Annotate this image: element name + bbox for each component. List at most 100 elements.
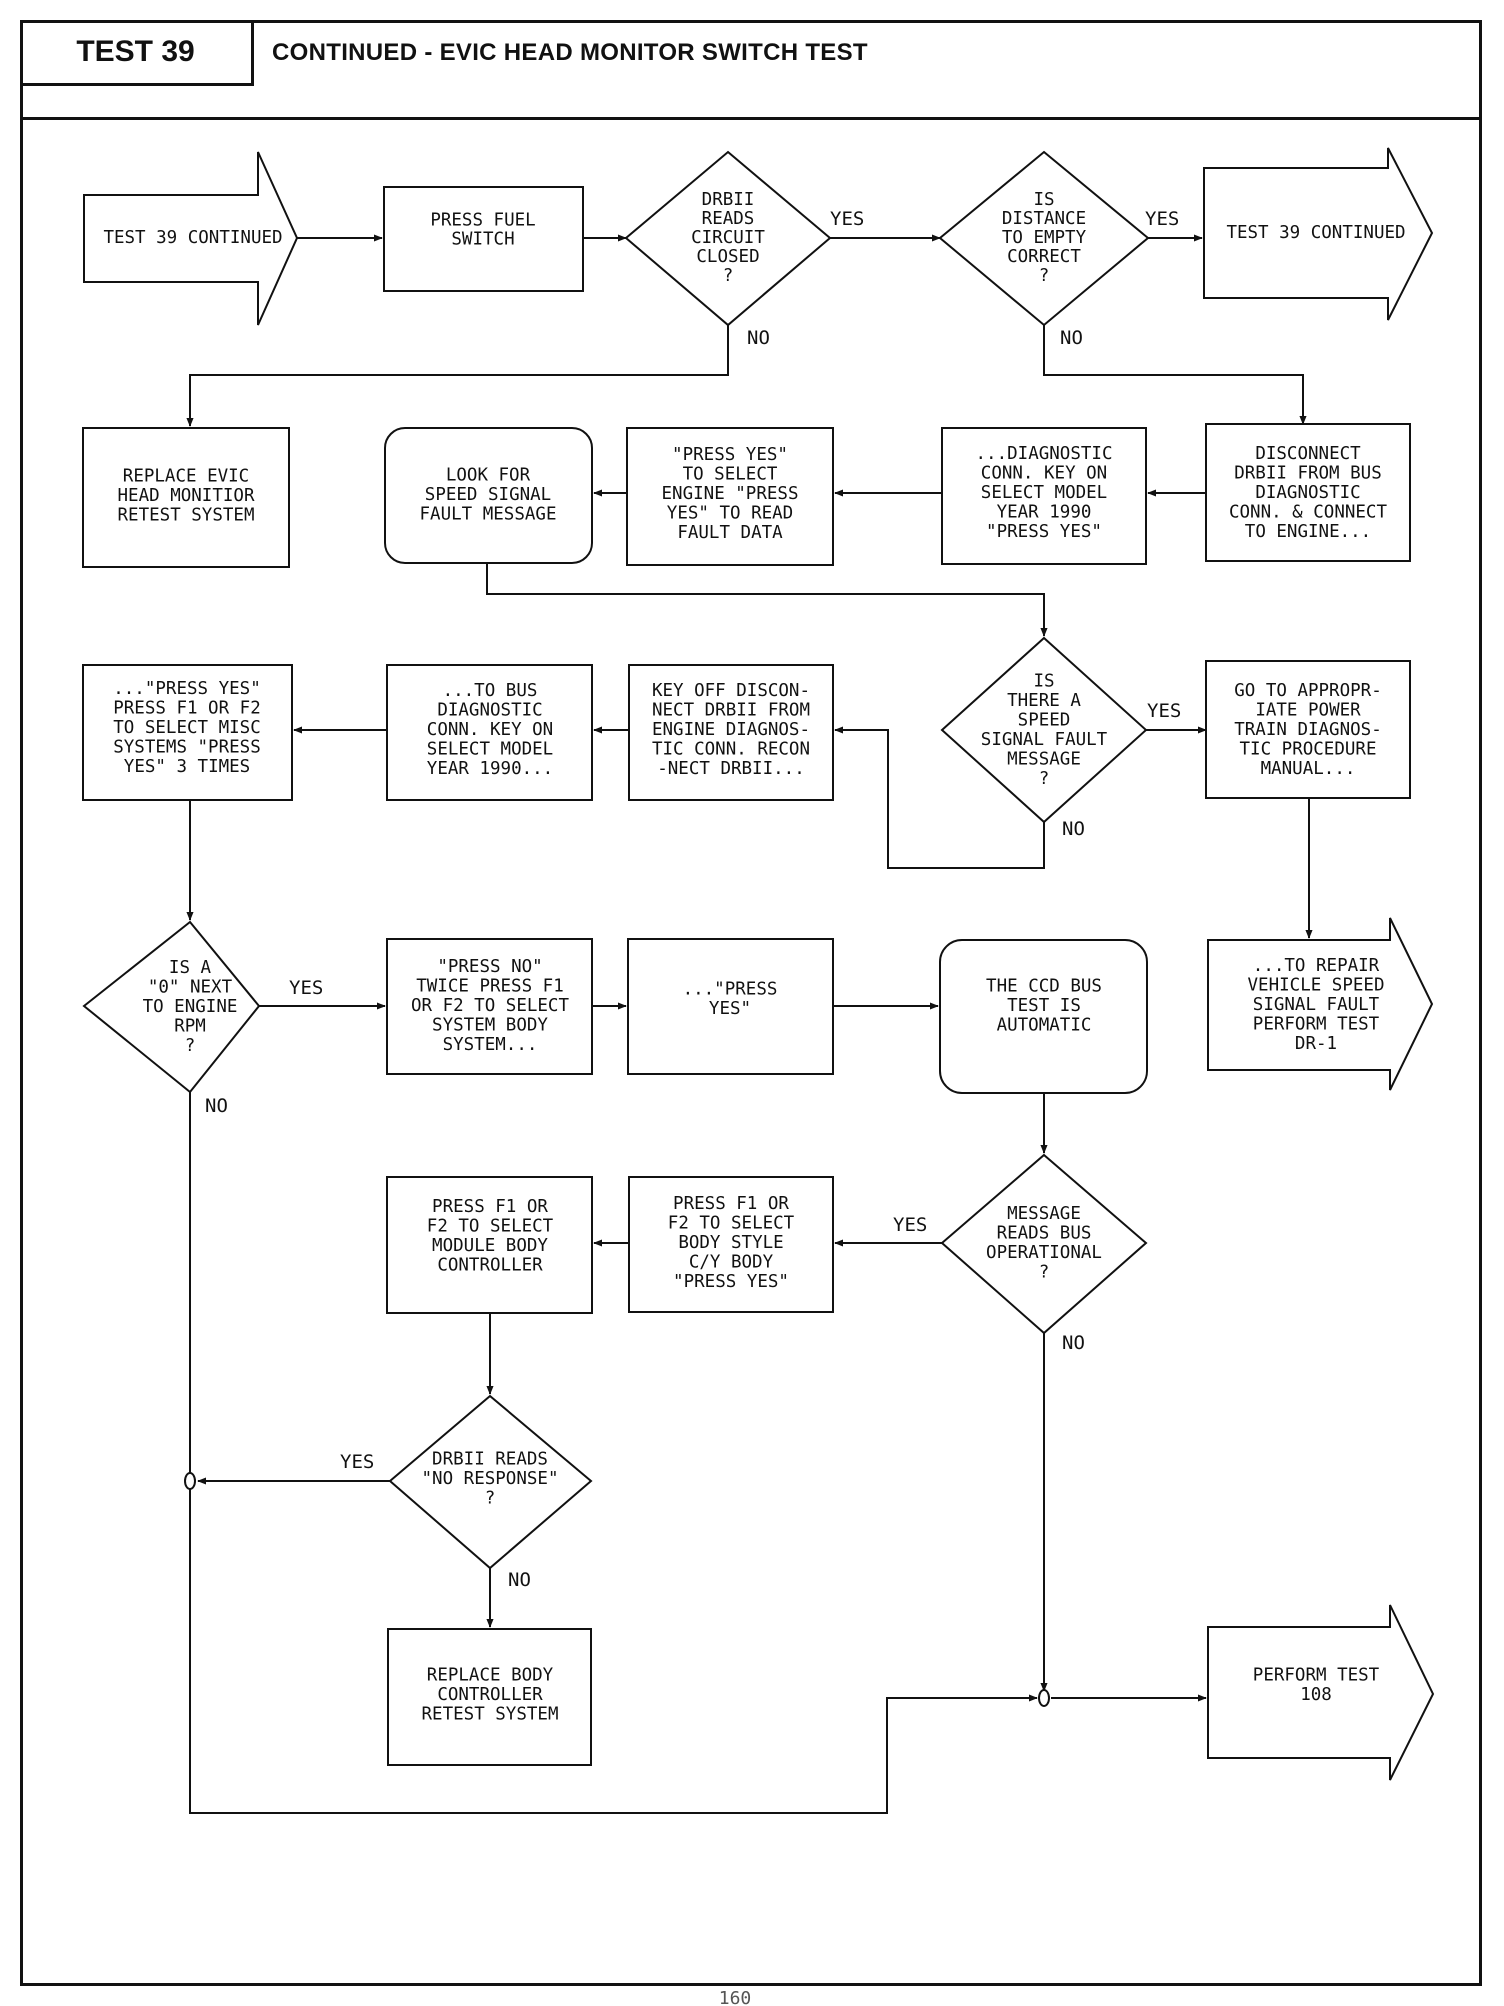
node-text-repair-speed-line-2: VEHICLE SPEED	[1248, 976, 1385, 996]
node-text-press-yes-b-line-2: YES"	[709, 999, 751, 1019]
label-yes-speed: YES	[1147, 700, 1181, 722]
node-text-diag-key-on-1-line-5: "PRESS YES"	[986, 522, 1102, 542]
node-text-press-yes-b-line-1: ..."PRESS	[683, 979, 778, 999]
label-no-distance: NO	[1060, 327, 1083, 349]
node-text-module-body-line-3: MODULE BODY	[432, 1236, 548, 1256]
node-text-key-off-line-1: KEY OFF DISCON-	[652, 681, 810, 701]
page-number: 160	[719, 1988, 752, 2006]
node-text-replace-body-line-1: REPLACE BODY	[427, 1666, 554, 1686]
node-text-d-speed-line-5: MESSAGE	[1007, 749, 1081, 769]
node-text-press-no-line-1: "PRESS NO"	[437, 957, 542, 977]
node-text-end-continued-line-1: TEST 39 CONTINUED	[1226, 223, 1405, 243]
node-text-body-style-line-4: C/Y BODY	[689, 1253, 774, 1273]
node-text-d-speed-line-4: SIGNAL FAULT	[981, 730, 1108, 750]
node-text-powertrain-line-4: TIC PROCEDURE	[1240, 740, 1377, 760]
node-text-body-style-line-2: F2 TO SELECT	[668, 1214, 795, 1234]
end-continued-arrow	[1203, 147, 1434, 321]
label-yes-circuit: YES	[830, 208, 864, 230]
node-text-diag-key-on-1-line-4: YEAR 1990	[997, 503, 1092, 523]
junction-right	[1038, 1689, 1050, 1707]
label-no-circuit: NO	[747, 327, 770, 349]
node-text-diag-key-on-1-line-1: ...DIAGNOSTIC	[976, 444, 1113, 464]
node-text-d-no-response-line-2: "NO RESPONSE"	[422, 1469, 559, 1489]
node-text-d-speed-line-6: ?	[1039, 769, 1050, 789]
node-text-d-circuit-line-2: READS	[702, 209, 755, 229]
box-replace-evic	[82, 427, 290, 568]
node-text-key-off-line-5: -NECT DRBII...	[657, 759, 805, 779]
node-text-d-speed-line-2: THERE A	[1007, 691, 1081, 711]
node-text-diag-key-on-1-line-3: SELECT MODEL	[981, 483, 1107, 503]
arrow-loop-to-junction	[189, 1486, 1038, 1814]
decision-distance	[938, 150, 1150, 327]
box-key-off	[628, 664, 834, 801]
label-no-zero: NO	[205, 1095, 228, 1117]
node-text-to-bus-line-2: DIAGNOSTIC	[437, 701, 542, 721]
node-text-powertrain-line-1: GO TO APPROPR-	[1234, 681, 1382, 701]
node-text-press-yes-engine-line-3: ENGINE "PRESS	[662, 484, 799, 504]
node-text-d-zero-line-1: IS A	[169, 958, 212, 978]
box-misc-systems	[82, 664, 293, 801]
node-text-press-yes-engine-line-2: TO SELECT	[683, 465, 778, 485]
node-text-replace-body-line-2: CONTROLLER	[437, 1685, 543, 1705]
node-text-d-speed-line-3: SPEED	[1018, 710, 1071, 730]
node-text-powertrain-line-2: IATE POWER	[1255, 701, 1361, 721]
node-text-body-style-line-1: PRESS F1 OR	[673, 1194, 789, 1214]
node-text-disconnect-line-2: DRBII FROM BUS	[1234, 464, 1382, 484]
node-text-disconnect-line-3: DIAGNOSTIC	[1255, 483, 1360, 503]
repair-speed-arrow	[1207, 917, 1434, 1091]
node-text-press-fuel-line-2: SWITCH	[451, 230, 514, 250]
node-text-d-speed-line-1: IS	[1033, 671, 1054, 691]
label-yes-zero: YES	[289, 977, 323, 999]
box-press-fuel	[383, 186, 584, 292]
node-text-d-zero-line-3: TO ENGINE	[143, 997, 238, 1017]
node-text-repair-speed-line-5: DR-1	[1295, 1034, 1337, 1054]
node-text-replace-evic-line-1: REPLACE EVIC	[123, 467, 249, 487]
box-ccd-bus	[939, 939, 1148, 1094]
box-press-no	[386, 938, 593, 1075]
start-block-arrow	[83, 151, 299, 326]
node-text-body-style-line-5: "PRESS YES"	[673, 1272, 789, 1292]
arrow-speed-no	[834, 726, 1045, 869]
node-text-d-no-response-line-3: ?	[485, 1489, 496, 1509]
node-text-to-bus-line-4: SELECT MODEL	[427, 740, 553, 760]
box-module-body	[386, 1176, 593, 1314]
page-frame	[20, 20, 1482, 1986]
node-text-look-speed-line-1: LOOK FOR	[446, 466, 531, 486]
label-yes-no-response: YES	[340, 1451, 374, 1473]
node-text-to-bus-line-3: CONN. KEY ON	[427, 720, 553, 740]
node-text-misc-systems-line-5: YES" 3 TIMES	[124, 757, 250, 777]
box-replace-body	[387, 1628, 592, 1766]
node-text-d-zero-line-2: "0" NEXT	[148, 978, 233, 998]
node-text-key-off-line-2: NECT DRBII FROM	[652, 701, 810, 721]
node-text-d-distance-line-5: ?	[1039, 266, 1050, 286]
node-text-disconnect-line-1: DISCONNECT	[1255, 444, 1361, 464]
node-text-ccd-bus-line-2: TEST IS	[1007, 996, 1081, 1016]
node-text-press-no-line-5: SYSTEM...	[443, 1035, 538, 1055]
node-text-diag-key-on-1-line-2: CONN. KEY ON	[981, 464, 1107, 484]
node-text-disconnect-line-4: CONN. & CONNECT	[1229, 503, 1388, 523]
node-text-body-style-line-3: BODY STYLE	[678, 1233, 783, 1253]
node-text-misc-systems-line-3: TO SELECT MISC	[113, 718, 261, 738]
node-text-d-circuit-line-1: DRBII	[702, 190, 755, 210]
node-text-d-message-line-1: MESSAGE	[1007, 1204, 1081, 1224]
node-text-repair-speed-line-3: SIGNAL FAULT	[1253, 995, 1380, 1015]
label-no-message: NO	[1062, 1332, 1085, 1354]
box-diag-key-on	[941, 427, 1147, 565]
node-text-module-body-line-1: PRESS F1 OR	[432, 1197, 548, 1217]
node-text-d-circuit-line-4: CLOSED	[696, 247, 759, 267]
node-text-d-no-response-line-1: DRBII READS	[432, 1450, 548, 1470]
branch-labels: YES YES NO NO YES NO YES NO YES NO YES N…	[205, 208, 1181, 1591]
decision-circuit-closed	[624, 150, 832, 327]
node-text-d-message-line-3: OPERATIONAL	[986, 1243, 1102, 1263]
node-text-misc-systems-line-2: PRESS F1 OR F2	[113, 699, 261, 719]
node-text-d-zero-line-4: RPM	[174, 1017, 206, 1037]
node-text-key-off-line-3: ENGINE DIAGNOS-	[652, 720, 810, 740]
decision-message	[940, 1153, 1148, 1335]
node-text-powertrain-line-5: MANUAL...	[1261, 759, 1356, 779]
test-number-box: TEST 39	[20, 20, 254, 86]
node-text-disconnect-line-5: TO ENGINE...	[1245, 522, 1371, 542]
node-text-repair-speed-line-4: PERFORM TEST	[1253, 1015, 1380, 1035]
node-text-repair-speed-line-1: ...TO REPAIR	[1253, 956, 1380, 976]
